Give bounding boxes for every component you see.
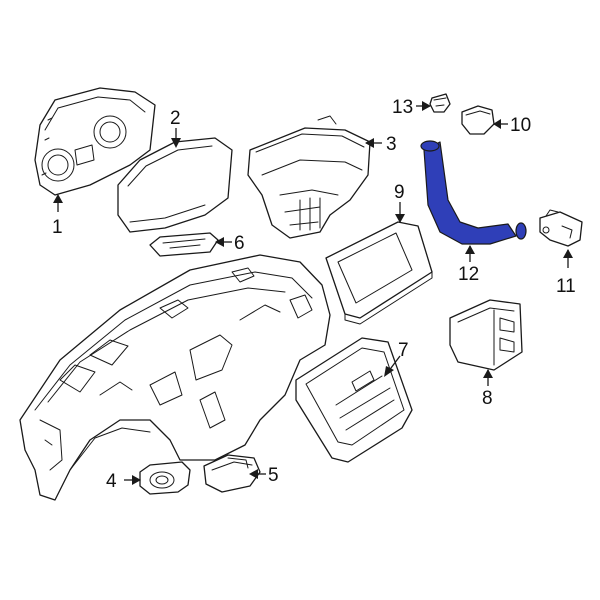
part-switch-panel[interactable] (149, 232, 219, 257)
part-sensor-11[interactable] (539, 209, 583, 247)
svg-text:8: 8 (482, 388, 493, 409)
part-switch-5[interactable] (203, 454, 261, 493)
callout-10: 10 (493, 115, 531, 136)
part-display-unit[interactable] (325, 221, 433, 325)
svg-text:4: 4 (106, 471, 117, 492)
callout-3: 3 (365, 134, 397, 155)
callout-11: 11 (556, 249, 576, 297)
part-duct-hose-highlighted[interactable] (420, 140, 527, 245)
callout-8: 8 (482, 369, 493, 409)
part-switch-4[interactable] (139, 461, 191, 495)
svg-text:7: 7 (398, 340, 409, 361)
part-control-panel-7[interactable] (295, 337, 413, 463)
callout-2: 2 (170, 108, 181, 148)
svg-text:13: 13 (392, 97, 413, 118)
callout-1: 1 (52, 194, 63, 238)
part-dashboard (19, 254, 331, 501)
callout-6: 6 (215, 233, 245, 254)
part-instrument-cluster[interactable] (34, 87, 156, 196)
callout-7: 7 (384, 340, 409, 377)
svg-text:9: 9 (394, 182, 405, 203)
svg-text:1: 1 (52, 217, 63, 238)
callout-12: 12 (458, 245, 479, 285)
callout-9: 9 (394, 182, 405, 223)
part-cluster-lens[interactable] (117, 137, 233, 233)
svg-text:2: 2 (170, 108, 181, 129)
part-switch-module-8[interactable] (449, 299, 523, 371)
svg-text:6: 6 (234, 233, 245, 254)
callout-13: 13 (392, 97, 431, 118)
callout-4: 4 (106, 471, 141, 492)
svg-text:3: 3 (386, 134, 397, 155)
svg-text:5: 5 (268, 465, 279, 486)
svg-text:11: 11 (556, 276, 576, 297)
svg-text:10: 10 (510, 115, 531, 136)
svg-text:12: 12 (458, 264, 479, 285)
callout-5: 5 (249, 465, 279, 486)
part-center-bracket[interactable] (247, 115, 371, 239)
part-clip-13[interactable] (429, 93, 451, 113)
part-plug-10[interactable] (461, 105, 495, 135)
